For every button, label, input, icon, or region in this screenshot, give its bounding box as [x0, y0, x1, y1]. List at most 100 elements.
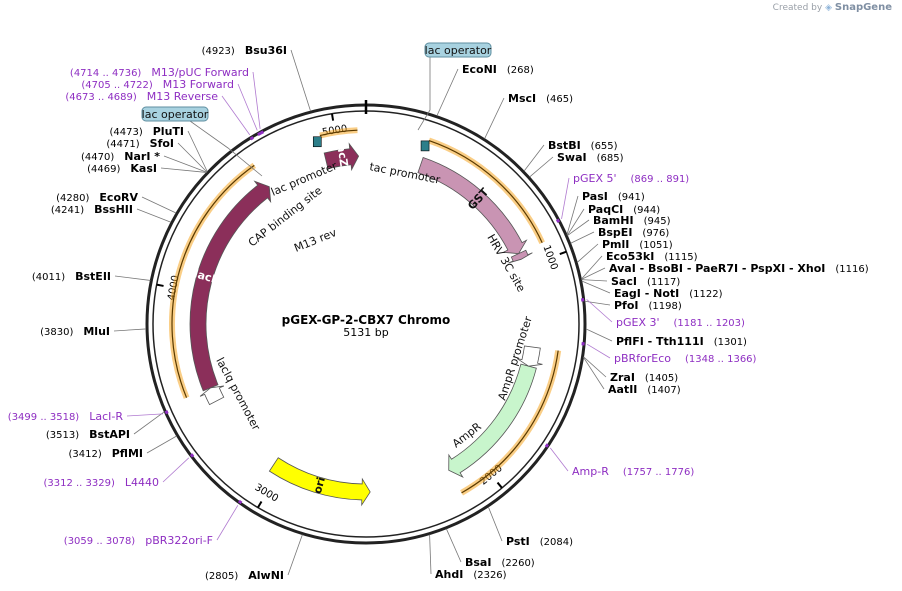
primer-leader-right-1 [586, 299, 613, 323]
site-label-kasi-4: (4469)KasI [87, 162, 157, 175]
site-leader-right-2 [523, 144, 545, 172]
site-label-alwni-11: (2805)AlwNI [205, 569, 284, 582]
site-leader-left-10 [146, 435, 177, 454]
primer-mark-left-3 [164, 410, 169, 415]
primer-leader-left-4 [162, 457, 190, 483]
site-leader-left-8 [113, 328, 147, 332]
site-leader-right-7 [570, 231, 595, 244]
site-leader-left-2 [177, 142, 208, 173]
scale-label-1000: 1000 [540, 244, 559, 272]
lac-operator-box-left: lac operator [141, 106, 209, 122]
feature-arrow-laciq-promoter [199, 385, 225, 406]
scale-tick-1000 [559, 250, 567, 256]
lac-operator-leader-left [189, 120, 263, 177]
primer-leader-right-3 [549, 447, 569, 472]
site-label-saci-11: SacI(1117) [611, 275, 680, 288]
site-label-bspei-7: BspEI(976) [598, 226, 669, 239]
primer-label-laci-r: (3499 .. 3518)LacI-R [8, 410, 124, 423]
site-leader-right-6 [567, 219, 590, 236]
site-label-ahdi-19: AhdI(2326) [435, 568, 507, 581]
primer-label-l4440: (3312 .. 3329)L4440 [43, 476, 159, 489]
site-leader-right-9 [581, 255, 603, 280]
feature-halo-core-2 [461, 350, 559, 494]
site-leader-left-9 [133, 411, 165, 435]
site-leader-right-15 [583, 356, 607, 378]
site-label-swai-3: SwaI(685) [557, 151, 624, 164]
site-label-pflfi-tth111i-14: PflFI - Tth111I(1301) [616, 335, 747, 348]
feature-arrow-ori [268, 457, 371, 507]
feature-label-ori: ori [311, 476, 328, 496]
site-leader-left-4 [160, 167, 207, 173]
site-label-eco53ki-9: Eco53kI(1115) [606, 250, 698, 263]
primer-mark-left-4 [189, 453, 195, 458]
primer-label-pgex-5-: pGEX 5'(869 .. 891) [573, 172, 689, 185]
site-leader-left-11 [287, 534, 303, 576]
site-label-bsteii-7: (4011)BstEII [32, 270, 111, 283]
primer-label-amp-r: Amp-R(1757 .. 1776) [572, 465, 694, 478]
site-label-sfoi-2: (4471)SfoI [106, 137, 174, 150]
site-label-zrai-15: ZraI(1405) [610, 371, 678, 384]
site-leader-left-0 [290, 49, 311, 112]
plasmid-name: pGEX-GP-2-CBX7 Chromo [282, 313, 451, 327]
lac-operator-leader-top [417, 57, 431, 131]
site-label-pluti-1: (4473)PluTI [109, 125, 184, 138]
site-leader-left-7 [114, 275, 151, 281]
site-leader-right-4 [566, 195, 579, 235]
site-label-ecorv-5: (4280)EcoRV [56, 191, 138, 204]
primer-leader-left-5 [216, 505, 239, 541]
site-label-avai-bsobi-paer7i-pspxi-xhoi-10: AvaI - BsoBI - PaeR7I - PspXI - XhoI(111… [609, 262, 869, 275]
primer-mark-left-5 [237, 499, 243, 505]
site-label-psti-17: PstI(2084) [506, 535, 573, 548]
site-label-econi-0: EcoNI(268) [462, 63, 534, 76]
site-label-pflmi-10: (3412)PflMI [68, 447, 143, 460]
scale-label-3000: 3000 [253, 482, 281, 504]
site-label-pasi-4: PasI(941) [582, 190, 645, 203]
labels-layer: pGEX-GP-2-CBX7 Chromo 5131 bp tac promot… [141, 42, 535, 450]
scale-tick-2000 [496, 481, 503, 489]
site-leader-right-1 [484, 97, 505, 139]
site-label-mlui-8: (3830)MluI [40, 325, 110, 338]
feature-arrow-lacz- [323, 142, 360, 172]
site-leader-right-0 [436, 68, 459, 116]
site-leader-right-12 [581, 280, 611, 294]
brand-credit: Created by ◈ SnapGene [773, 2, 892, 13]
site-label-bsu36i-0: (4923)Bsu36I [202, 44, 287, 57]
site-leader-left-5 [141, 196, 177, 214]
primer-mark-left-2 [249, 136, 255, 141]
site-label-pfoi-13: PfoI(1198) [614, 299, 682, 312]
site-leader-right-14 [585, 328, 613, 342]
site-label-pmli-8: PmlI(1051) [602, 238, 673, 251]
primer-leader-left-1 [237, 83, 258, 131]
site-leader-left-6 [136, 208, 172, 223]
primer-leader-right-2 [586, 343, 611, 359]
site-leader-right-17 [487, 506, 503, 542]
primer-leader-left-0 [252, 71, 261, 129]
feature-arrow-hrv-3c-site [508, 249, 533, 264]
primer-mark-left-1 [257, 131, 262, 137]
primer-label-m13-forward: (4705 .. 4722)M13 Forward [81, 78, 234, 91]
site-leader-right-11 [581, 279, 608, 282]
site-label-bsai-18: BsaI(2260) [465, 556, 535, 569]
m13-rev-label: M13 rev [292, 226, 339, 255]
site-label-paqci-5: PaqCI(944) [588, 203, 660, 216]
site-leader-right-16 [583, 357, 605, 390]
site-leader-right-5 [567, 208, 585, 236]
site-leader-right-13 [584, 300, 611, 306]
feature-arrow-laci [189, 180, 272, 392]
primer-mark-right-0 [555, 218, 561, 223]
feature-halo-core-3 [171, 164, 255, 398]
lac-operator-label-top: lac operator [425, 44, 492, 57]
scale-tick-3000 [257, 501, 263, 509]
site-leader-left-3 [163, 155, 207, 173]
scale-tick-5000 [330, 113, 335, 121]
brand-prefix: Created by [772, 3, 823, 13]
site-leader-right-19 [429, 534, 432, 575]
lac-operator-label-left: lac operator [142, 108, 209, 121]
operator-marker-1 [312, 136, 322, 148]
site-leader-right-18 [446, 528, 462, 563]
primer-mark-right-3 [544, 443, 550, 448]
primer-label-m13-reverse: (4673 .. 4689)M13 Reverse [65, 90, 218, 103]
site-label-bsshii-6: (4241)BssHII [51, 203, 133, 216]
